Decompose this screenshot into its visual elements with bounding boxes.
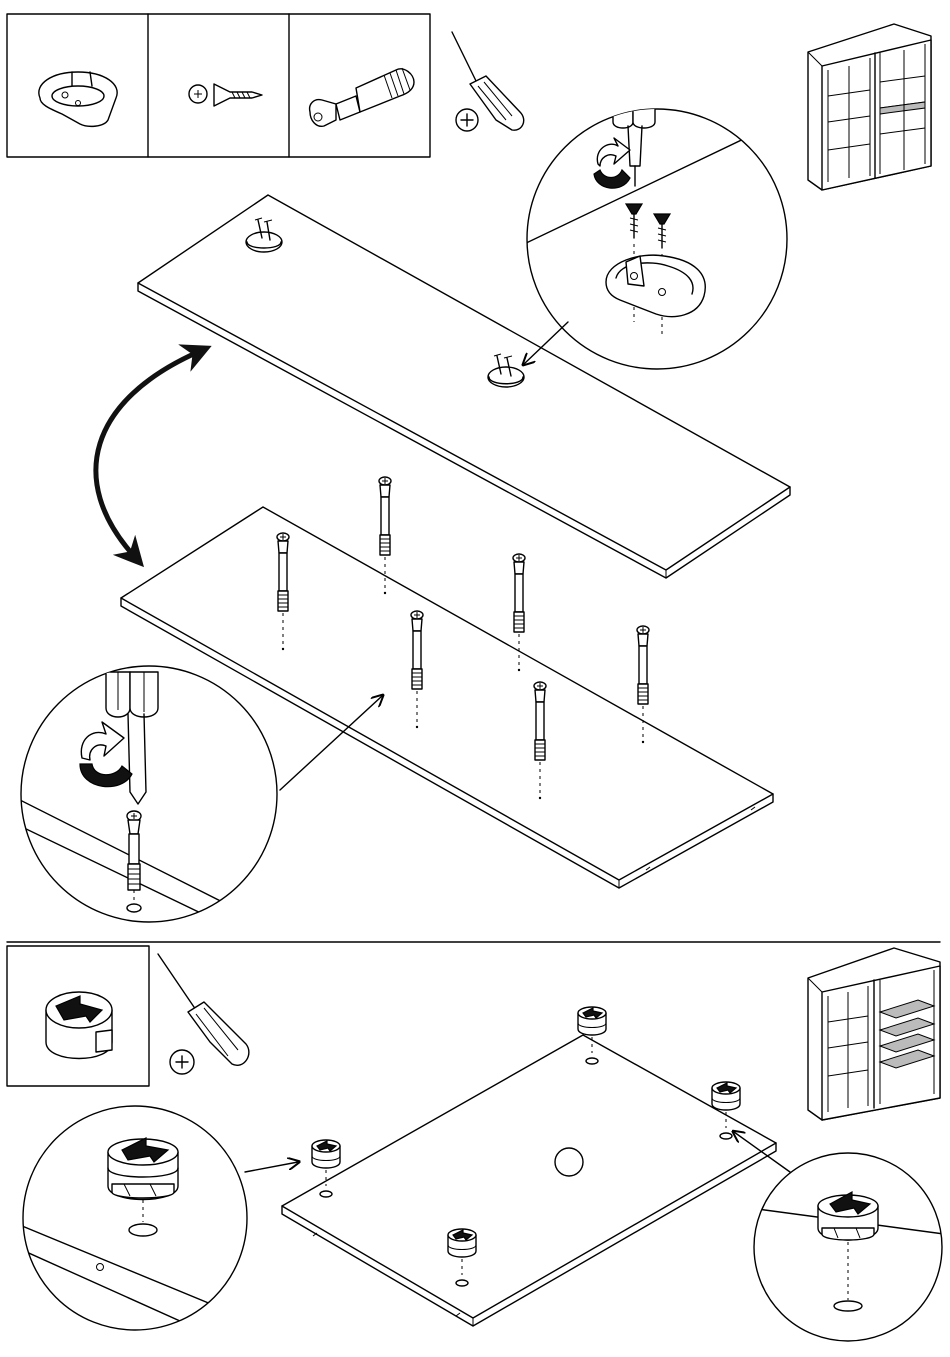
- parts-box-step-a: [7, 14, 430, 157]
- detail-circle-cam-left: [22, 1106, 298, 1330]
- screw-with-phillips-head-icon: [189, 84, 262, 106]
- cam-detail-right: [818, 1192, 878, 1240]
- detail-circle-dowel-insert: [20, 666, 290, 936]
- detail-callout-arrow-cam-left: [245, 1162, 298, 1172]
- phillips-screwdriver-icon: [452, 32, 524, 131]
- detail-circle-cam-right: [734, 1132, 944, 1341]
- shelf-support-bracket-icon: [39, 72, 117, 126]
- parts-box-step-b: [7, 946, 149, 1086]
- detail-circle-bracket-screws: [520, 96, 800, 369]
- phillips-screwdriver-icon-b: [158, 954, 249, 1074]
- cam-dowel-bolt-icon: [310, 68, 414, 126]
- wardrobe-overview-shelves-highlighted-icon: [808, 948, 940, 1120]
- bottom-panel: [282, 1035, 776, 1326]
- dowel-detail: [127, 811, 141, 890]
- cam-detail-left: [108, 1138, 178, 1200]
- wardrobe-overview-icon: [808, 24, 931, 190]
- panel-center-hole: [555, 1148, 583, 1176]
- flip-panel-curved-arrow: [96, 352, 198, 556]
- cam-lock-nut-icon: [46, 992, 112, 1059]
